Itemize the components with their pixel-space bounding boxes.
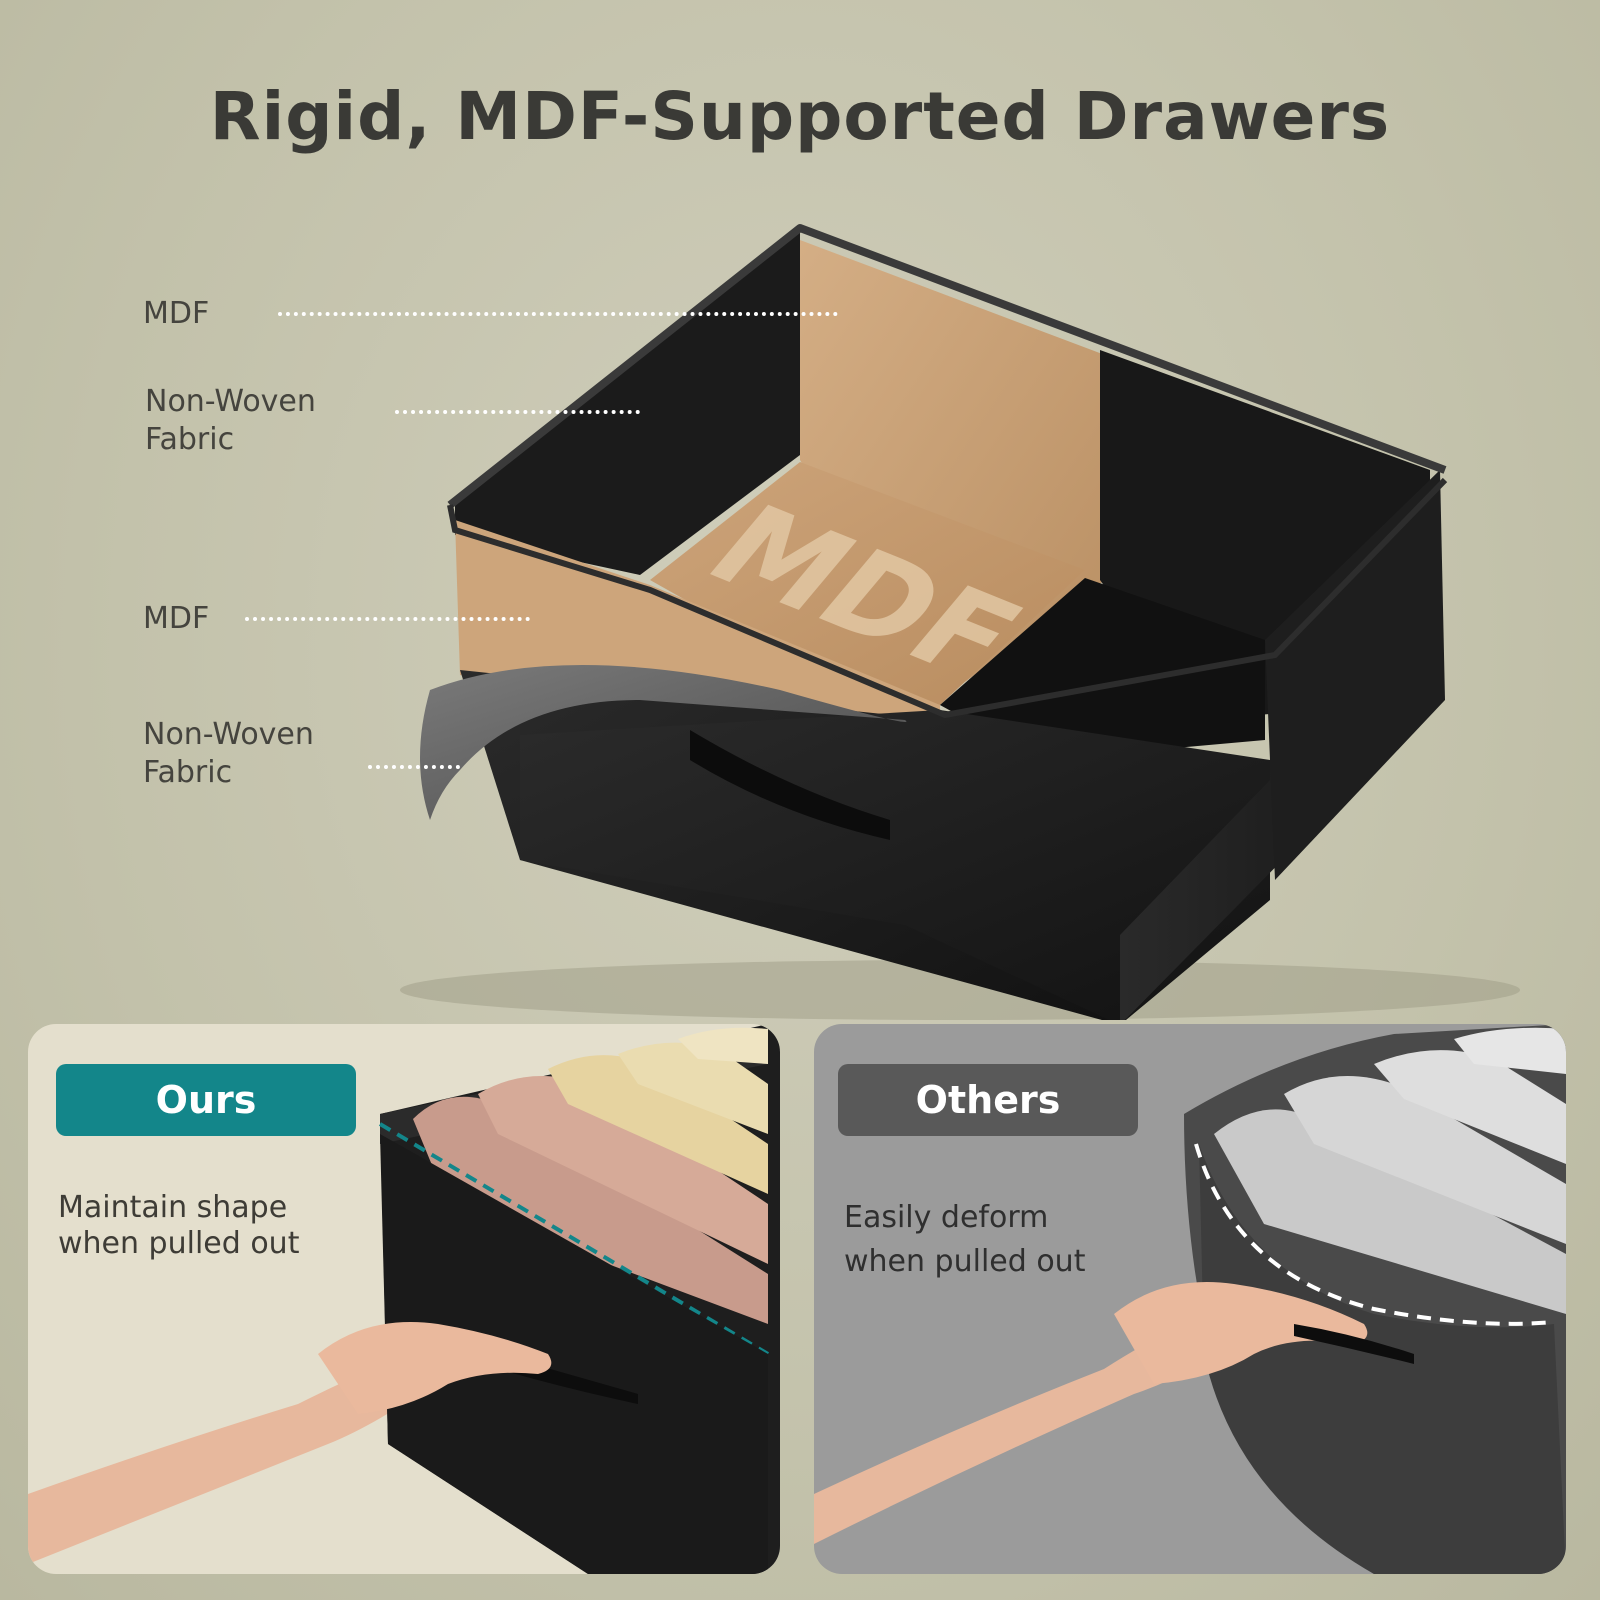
leader-fabric-front [368, 765, 460, 769]
drawer-floor-fabric [940, 578, 1265, 760]
ours-folded-clothes [413, 1027, 768, 1324]
leader-mdf-top [278, 312, 838, 316]
others-folded-clothes [1214, 1027, 1566, 1314]
callout-fabric-front-line2: Fabric [143, 755, 233, 790]
others-description-line1: Easily deform [844, 1200, 1049, 1235]
drawer-inner-left-wall [455, 230, 800, 575]
comparison-others-panel: Others Easily deform when pulled out [814, 1024, 1566, 1574]
others-badge: Others [838, 1064, 1138, 1136]
drawer-front-mdf [455, 520, 940, 760]
drawer-illustration: MDF [400, 224, 1520, 1020]
ours-badge: Ours [56, 1064, 356, 1136]
ours-description-line1: Maintain shape [58, 1190, 288, 1225]
ours-description-line2: when pulled out [58, 1226, 300, 1261]
callout-fabric-front: Non-Woven Fabric [143, 716, 314, 792]
leader-fabric-top [395, 410, 640, 414]
callout-fabric-top-line1: Non-Woven [145, 384, 316, 419]
callout-mdf-front: MDF [143, 601, 210, 636]
others-description-line2: when pulled out [844, 1244, 1086, 1279]
others-drawer-illustration [814, 1024, 1566, 1574]
drawer-handle [690, 730, 890, 840]
others-description: Easily deform when pulled out [844, 1200, 1164, 1280]
callout-fabric-top-line2: Fabric [145, 422, 235, 457]
page-title: Rigid, MDF-Supported Drawers [209, 78, 1391, 155]
comparison-ours-panel: Ours Maintain shape when pulled out [28, 1024, 780, 1574]
callout-mdf-top: MDF [143, 296, 210, 331]
drawer-floor-mdf [650, 462, 1085, 705]
ours-drawer-illustration [28, 1024, 780, 1574]
leader-mdf-front [245, 617, 530, 621]
callout-fabric-front-line1: Non-Woven [143, 717, 314, 752]
fabric-flap [420, 665, 907, 820]
callout-fabric-top: Non-Woven Fabric [145, 383, 316, 459]
ours-description: Maintain shape when pulled out [58, 1190, 378, 1262]
